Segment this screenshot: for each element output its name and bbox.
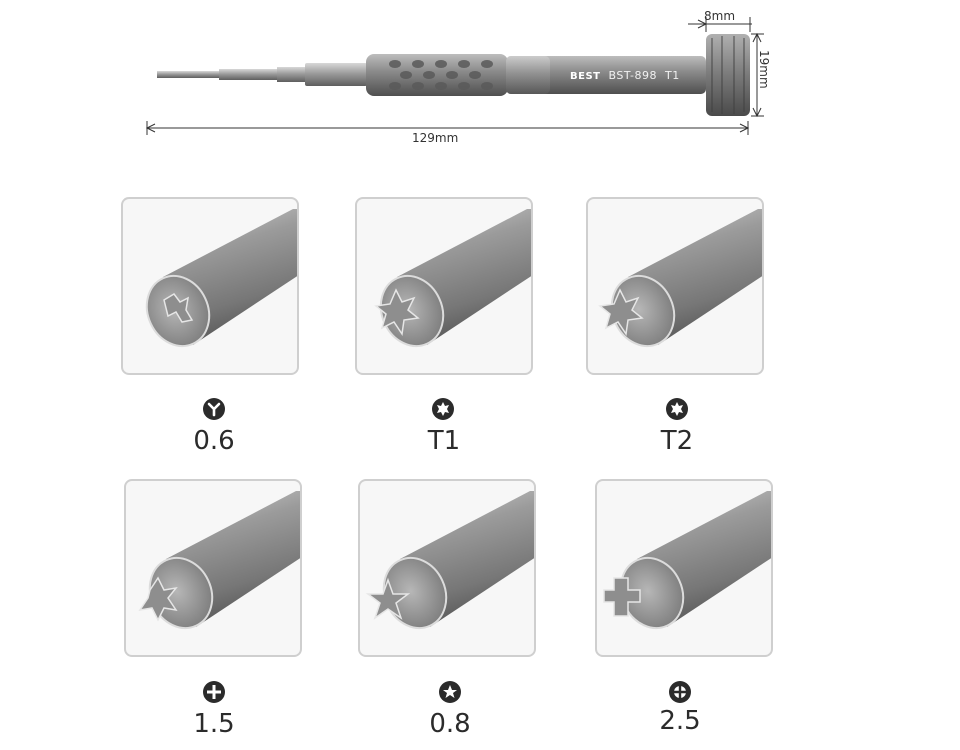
driver-cap [706,34,750,116]
dimension-lines [145,17,764,135]
bit-tip-pentalobe [365,577,411,620]
bit-size-label: 0.6 [193,426,235,456]
cross-circle-icon [669,681,691,703]
bit-card-y-0-6 [121,197,299,375]
bit-size-label: T1 [427,426,461,456]
bit-size-label: 0.8 [429,709,471,739]
bit-card-torx-t2 [586,197,764,375]
driver-grip [366,54,508,96]
driver-shaft [305,63,367,86]
bit-card-phillips-1-5 [124,479,302,657]
driver-body [506,56,706,94]
screwdriver-diagram: BEST BST-898 T1 129mm 8mm 19mm [0,0,960,165]
bit-card-pentalobe-0-8 [358,479,536,657]
bit-card-cross-2-5 [595,479,773,657]
model-number: BST-898 [608,69,657,82]
bit-size-label: 2.5 [659,706,701,736]
bit-tip-t2 [598,288,644,337]
model-bit: T1 [665,69,680,82]
bit-card-torx-t1 [355,197,533,375]
brand-logo: BEST [570,71,601,82]
bit-tip-y [163,293,194,323]
torx-icon [432,398,454,420]
y-tip-icon [203,398,225,420]
bit-size-label: 1.5 [193,709,235,739]
driver-tip [157,71,219,78]
bit-tip-cross [603,577,641,617]
bit-tip-phillips [138,576,178,622]
pentalobe-icon [439,681,461,703]
phillips-icon [203,681,225,703]
screwdriver-illustration [145,17,764,135]
bit-tip-t1 [374,288,420,337]
length-dimension-label: 129mm [412,131,459,145]
cap-width-label: 8mm [704,9,736,23]
model-print: BEST BST-898 T1 [570,69,680,82]
bit-size-label: T2 [660,426,694,456]
torx-icon [666,398,688,420]
